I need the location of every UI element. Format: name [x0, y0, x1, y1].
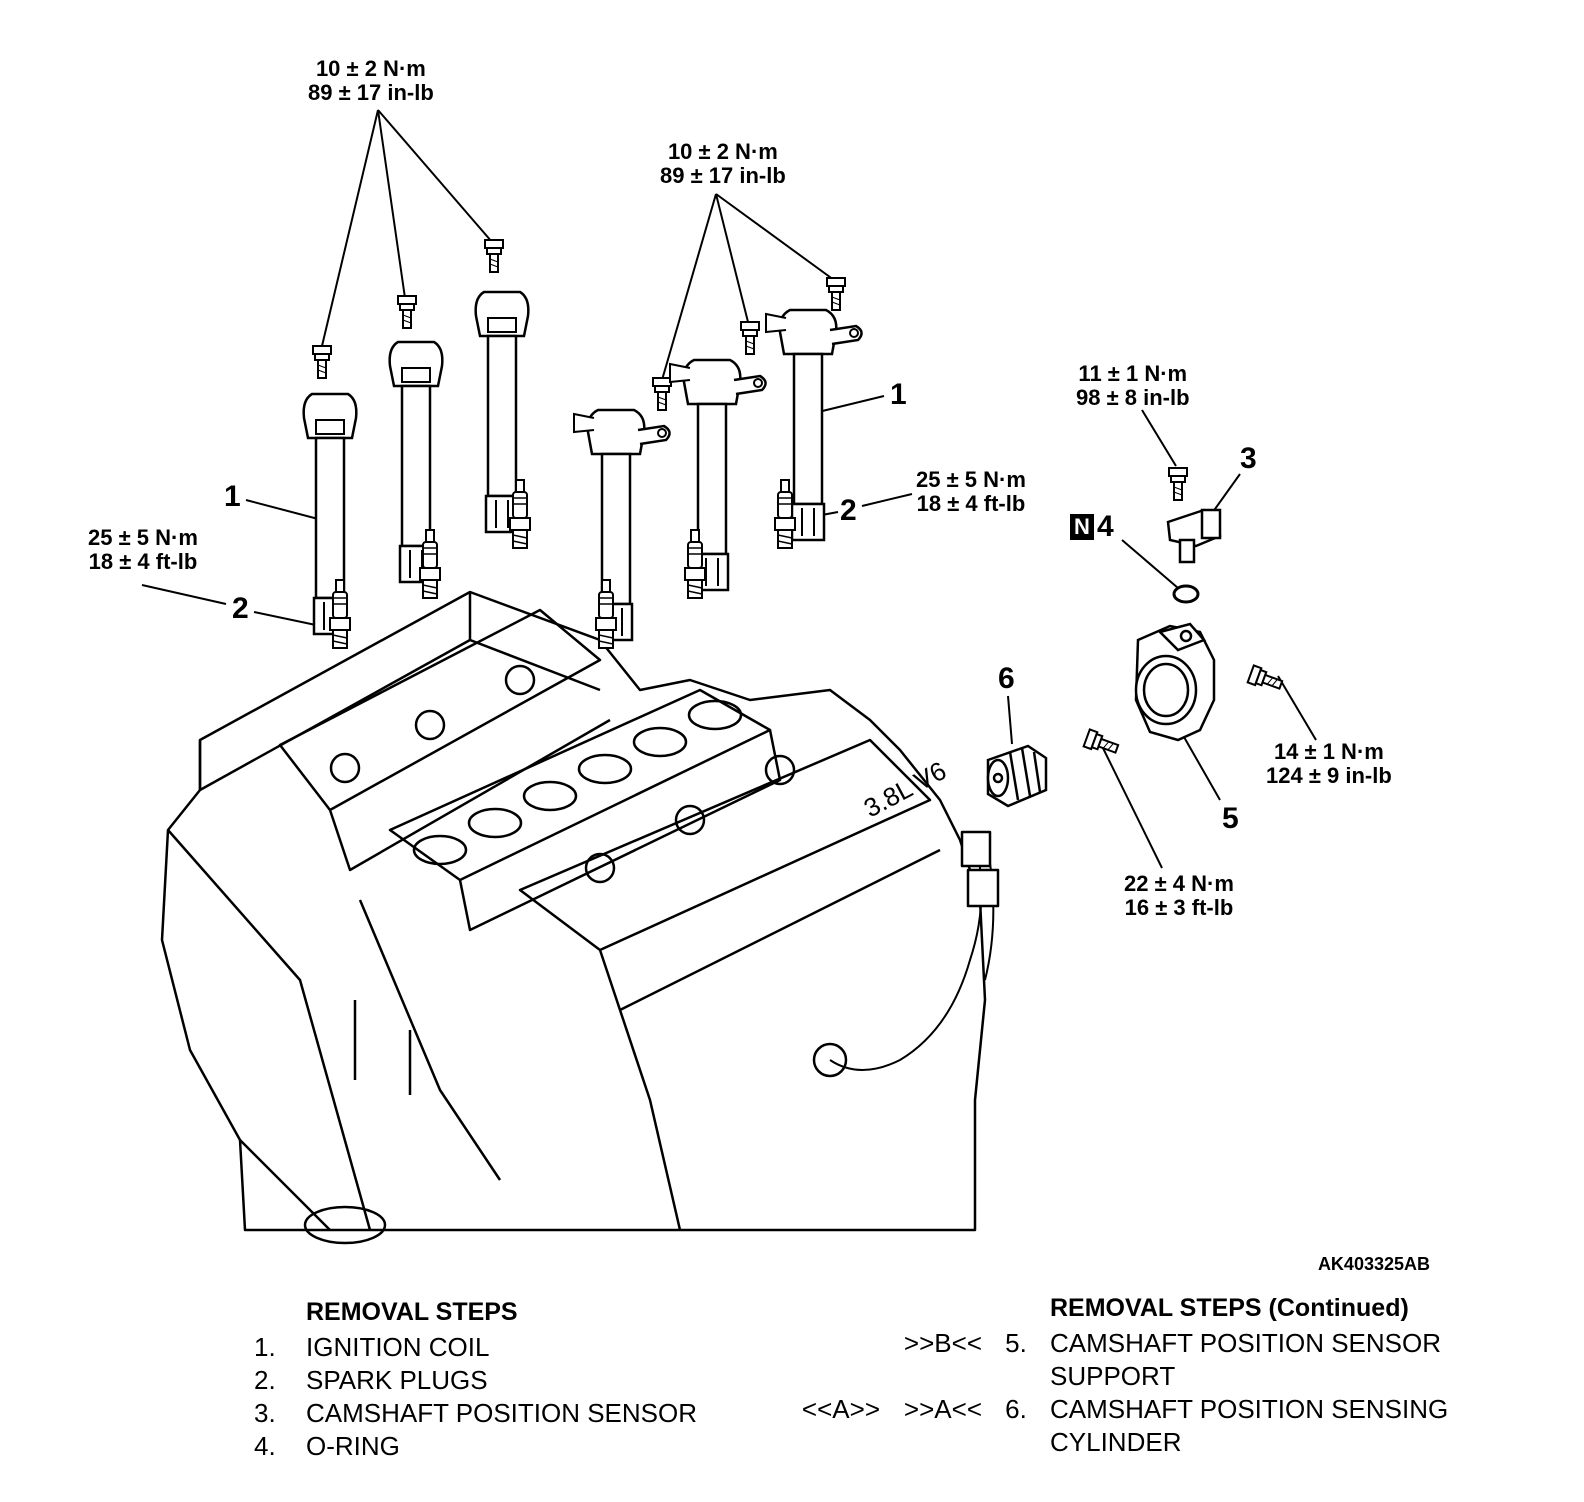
removal-steps-continued: REMOVAL STEPS (Continued) >>B<< 5. CAMSH…: [790, 1292, 1448, 1459]
step-label: SPARK PLUGS: [306, 1365, 488, 1395]
torque-label-spark-plugs-right: 25 ± 5 N·m 18 ± 4 ft-lb: [916, 468, 1026, 516]
list-item: 4. O-RING: [254, 1430, 697, 1463]
list-item: <<A>> >>A<< 6. CAMSHAFT POSITION SENSING…: [790, 1393, 1448, 1459]
torque-imperial: 18 ± 4 ft-lb: [88, 549, 198, 574]
camshaft-position-sensor-support: [1134, 622, 1216, 742]
step-number: 4.: [254, 1431, 276, 1461]
step-label: CAMSHAFT POSITION SENSOR: [1050, 1328, 1442, 1358]
torque-label-cylinder-bolt: 22 ± 4 N·m 16 ± 3 ft-lb: [1124, 872, 1234, 920]
removal-steps: REMOVAL STEPS 1. IGNITION COIL 2. SPARK PL…: [254, 1296, 697, 1463]
leader-lines: [141, 109, 1317, 869]
callout-o-ring-number: 4: [1097, 510, 1114, 543]
new-part-badge: N: [1070, 514, 1094, 540]
step-label-continued: SUPPORT: [1050, 1361, 1176, 1391]
step-label: CAMSHAFT POSITION SENSING: [1050, 1394, 1449, 1424]
step-label: CAMSHAFT POSITION SENSOR: [306, 1398, 698, 1428]
cylinder-bolt: [1082, 728, 1121, 759]
torque-metric: 14 ± 1 N·m: [1273, 739, 1384, 764]
list-item: 1. IGNITION COIL: [254, 1331, 697, 1364]
torque-metric: 10 ± 2 N·m: [667, 139, 778, 164]
torque-imperial: 89 ± 17 in-lb: [308, 80, 434, 105]
torque-label-coil-bolts-left: 10 ± 2 N·m 89 ± 17 in-lb: [308, 57, 434, 105]
callout-camshaft-position-sensor-support: 5: [1222, 802, 1239, 835]
torque-imperial: 98 ± 8 in-lb: [1076, 385, 1190, 410]
step-label: O-RING: [306, 1431, 400, 1461]
step-number: 6.: [1005, 1394, 1027, 1424]
removal-steps-continued-title: REMOVAL STEPS (Continued): [1050, 1294, 1409, 1322]
torque-label-coil-bolts-right: 10 ± 2 N·m 89 ± 17 in-lb: [660, 140, 786, 188]
list-item: 3. CAMSHAFT POSITION SENSOR: [254, 1397, 697, 1430]
figure-id: AK403325AB: [1317, 1254, 1430, 1274]
procedure-ref: >>B<<: [903, 1328, 982, 1358]
torque-imperial: 18 ± 4 ft-lb: [916, 491, 1026, 516]
camshaft-position-sensor: [1166, 508, 1222, 564]
step-number: 1.: [254, 1332, 276, 1362]
torque-metric: 25 ± 5 N·m: [916, 467, 1026, 492]
procedure-ref: >>A<<: [903, 1394, 982, 1424]
callout-spark-plug-right: 2: [840, 494, 857, 527]
callout-ignition-coil-left: 1: [224, 480, 241, 513]
step-number: 2.: [254, 1365, 276, 1395]
list-item: >>B<< 5. CAMSHAFT POSITION SENSOR SUPPOR…: [790, 1327, 1448, 1393]
step-label: IGNITION COIL: [306, 1332, 490, 1362]
step-number: 5.: [1005, 1328, 1027, 1358]
camshaft-position-sensing-cylinder: [986, 744, 1048, 808]
torque-label-sensor-bolt: 11 ± 1 N·m 98 ± 8 in-lb: [1076, 362, 1190, 410]
step-label-continued: CYLINDER: [1050, 1427, 1182, 1457]
torque-label-spark-plugs-left: 25 ± 5 N·m 18 ± 4 ft-lb: [88, 526, 198, 574]
o-ring: [1172, 584, 1200, 604]
exploded-view-diagram: 3.8L V6: [141, 109, 1317, 1245]
step-number: 3.: [254, 1398, 276, 1428]
ignition-coils: [302, 290, 863, 642]
removal-steps-title: REMOVAL STEPS: [306, 1298, 518, 1326]
torque-metric: 10 ± 2 N·m: [315, 56, 426, 81]
torque-label-support-bolt: 14 ± 1 N·m 124 ± 9 in-lb: [1266, 740, 1392, 788]
procedure-ref: <<A>>: [801, 1394, 880, 1424]
callout-ignition-coil-right: 1: [890, 378, 907, 411]
list-item: 2. SPARK PLUGS: [254, 1364, 697, 1397]
callout-spark-plug-left: 2: [232, 592, 249, 625]
torque-imperial: 16 ± 3 ft-lb: [1124, 895, 1234, 920]
torque-metric: 11 ± 1 N·m: [1078, 361, 1188, 386]
torque-imperial: 89 ± 17 in-lb: [660, 163, 786, 188]
callout-camshaft-position-sensor: 3: [1240, 442, 1257, 475]
torque-metric: 22 ± 4 N·m: [1124, 871, 1234, 896]
torque-metric: 25 ± 5 N·m: [88, 525, 198, 550]
coil-bolts: [312, 239, 1188, 501]
torque-imperial: 124 ± 9 in-lb: [1266, 763, 1392, 788]
engine-block: [160, 590, 1000, 1245]
callout-camshaft-position-sensing-cylinder: 6: [998, 662, 1015, 695]
support-bolt: [1246, 664, 1285, 695]
